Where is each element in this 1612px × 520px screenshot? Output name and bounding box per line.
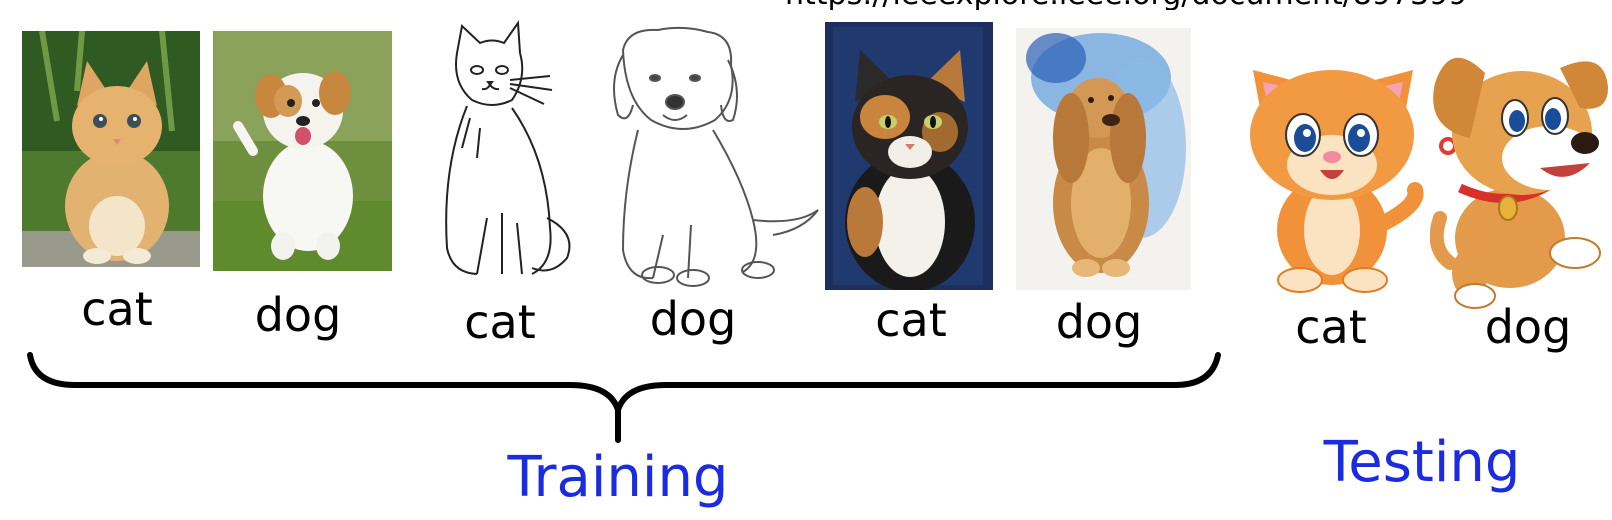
photo-dog-image: [213, 31, 392, 271]
watercolor-dog-image: [1016, 28, 1191, 290]
image-label-watercolor-cat: cat: [875, 293, 947, 347]
image-label-sketch-cat: cat: [464, 295, 536, 349]
cartoon-dog-image: [1430, 38, 1610, 313]
image-label-watercolor-dog: dog: [1055, 295, 1143, 349]
sketch-dog-image: [603, 20, 825, 292]
training-title: Training: [507, 445, 729, 510]
image-label-photo-cat: cat: [81, 282, 153, 336]
photo-cat-image: [22, 31, 200, 267]
image-label-cartoon-dog: dog: [1484, 300, 1572, 354]
image-label-sketch-dog: dog: [649, 292, 737, 346]
testing-title: Testing: [1323, 430, 1521, 495]
cartoon-cat-image: [1235, 30, 1430, 300]
image-label-photo-dog: dog: [254, 288, 342, 342]
sketch-cat-image: [432, 18, 580, 284]
image-label-cartoon-cat: cat: [1295, 300, 1367, 354]
source-url: https://ieeexplore.ieee.org/document/897…: [785, 0, 1612, 10]
watercolor-cat-image: [825, 22, 993, 290]
